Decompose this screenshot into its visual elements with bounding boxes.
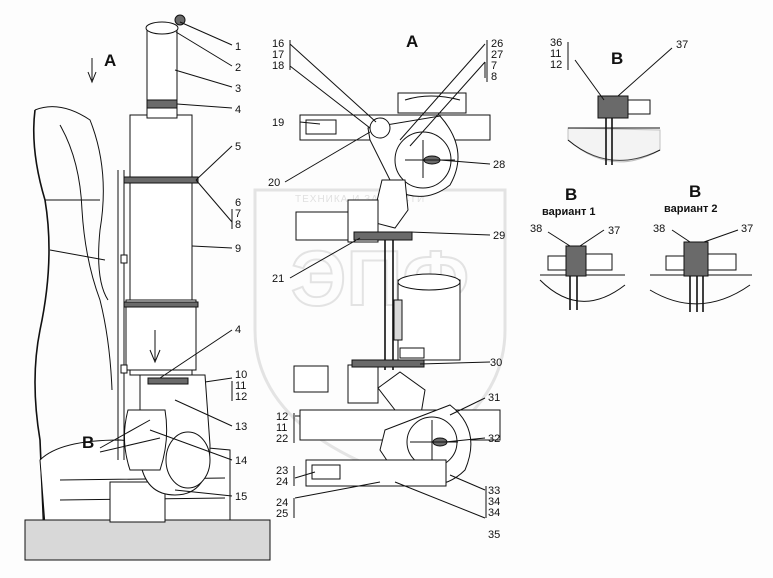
callout-29: 29 xyxy=(493,230,505,242)
clamp-upper xyxy=(123,176,199,184)
center-assembly: A xyxy=(293,32,501,487)
callout-8c: 8 xyxy=(491,71,497,83)
callout-36: 36 xyxy=(550,37,562,49)
callout-10: 10 xyxy=(235,369,247,381)
callout-6: 6 xyxy=(235,197,241,209)
callout-2: 2 xyxy=(235,62,241,74)
callout-4b: 4 xyxy=(235,324,241,336)
cabin-outline xyxy=(33,109,50,561)
callout-3: 3 xyxy=(235,83,241,95)
callout-28: 28 xyxy=(493,159,505,171)
callout-33: 33 xyxy=(488,485,500,497)
callout-25: 25 xyxy=(276,508,288,520)
callout-11r: 11 xyxy=(550,48,561,60)
view-label-a-left: A xyxy=(104,51,116,70)
callout-35: 35 xyxy=(488,529,500,541)
lower-elbow xyxy=(124,409,168,471)
detail-b-main: B 36 11 12 37 xyxy=(550,37,688,165)
callout-24: 24 xyxy=(276,476,288,488)
callout-22: 22 xyxy=(276,433,288,445)
callout-14: 14 xyxy=(235,455,247,467)
left-leaders xyxy=(149,21,233,497)
callout-12r: 12 xyxy=(550,59,562,71)
callout-5: 5 xyxy=(235,141,241,153)
variant-2-label: вариант 2 xyxy=(664,203,718,215)
callout-4: 4 xyxy=(235,104,241,116)
left-callouts: 1 2 3 4 5 6 7 8 9 4 10 11 12 13 14 15 xyxy=(231,41,247,503)
callout-11: 11 xyxy=(235,380,246,392)
callout-8: 8 xyxy=(235,219,241,231)
bolt-head-b xyxy=(597,95,629,119)
callout-12: 12 xyxy=(235,391,247,403)
view-label-a-center: A xyxy=(406,32,418,51)
callout-32: 32 xyxy=(488,433,500,445)
callout-15: 15 xyxy=(235,491,247,503)
view-arrow xyxy=(87,58,97,84)
callout-1: 1 xyxy=(235,41,241,53)
callout-7c: 7 xyxy=(491,60,497,72)
callout-7: 7 xyxy=(235,208,241,220)
callout-19: 19 xyxy=(272,117,284,129)
detail-b-variant-1: B вариант 1 38 37 xyxy=(530,185,626,310)
callout-9: 9 xyxy=(235,243,241,255)
bolt-variant-2 xyxy=(683,241,709,277)
callout-30: 30 xyxy=(490,357,502,369)
callout-38: 38 xyxy=(530,223,542,235)
callout-24b: 24 xyxy=(276,497,288,509)
callout-20: 20 xyxy=(268,177,280,189)
callout-13: 13 xyxy=(235,421,247,433)
lower-pipe xyxy=(377,371,426,421)
callout-26: 26 xyxy=(491,38,503,50)
center-callouts: 16 17 18 19 20 21 26 27 7 8 28 29 30 31 … xyxy=(268,38,505,541)
view-label-b-main: B xyxy=(611,49,623,68)
callout-11c: 11 xyxy=(276,422,287,434)
callout-37-v2: 37 xyxy=(741,223,753,235)
detail-b-variant-2: B вариант 2 38 37 xyxy=(649,182,753,312)
callout-17: 17 xyxy=(272,49,284,61)
callout-23: 23 xyxy=(276,465,288,477)
middle-tank xyxy=(397,279,461,361)
view-label-b-var1: B xyxy=(565,185,577,204)
callout-18: 18 xyxy=(272,60,284,72)
upper-bracket xyxy=(295,211,349,241)
view-label-b-left: B xyxy=(82,433,94,452)
floor-plate xyxy=(24,519,271,561)
callout-34b: 34 xyxy=(488,507,500,519)
callout-37: 37 xyxy=(676,39,688,51)
callout-16: 16 xyxy=(272,38,284,50)
callout-12c: 12 xyxy=(276,411,288,423)
callout-27: 27 xyxy=(491,49,503,61)
callout-38-v2: 38 xyxy=(653,223,665,235)
callout-21: 21 xyxy=(272,273,284,285)
bolt-variant-1 xyxy=(565,245,587,277)
lower-bracket xyxy=(293,365,329,393)
view-label-b-var2: B xyxy=(689,182,701,201)
center-leaders xyxy=(284,43,491,519)
callout-31: 31 xyxy=(488,392,500,404)
callout-37-v1: 37 xyxy=(608,225,620,237)
left-assembly: A B xyxy=(24,14,271,561)
callout-34: 34 xyxy=(488,496,500,508)
variant-1-label: вариант 1 xyxy=(542,206,596,218)
